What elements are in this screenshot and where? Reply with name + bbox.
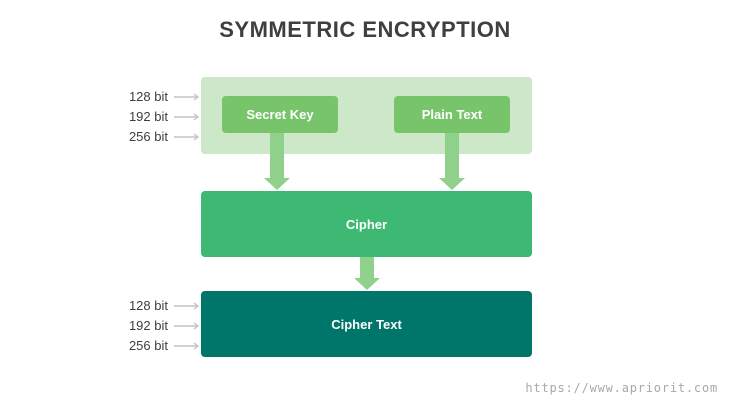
plain-text-box: Plain Text xyxy=(394,96,510,133)
secret-key-label: Secret Key xyxy=(246,107,314,122)
key-size-top-192: 192 bit xyxy=(128,109,168,124)
key-size-bottom-192: 192 bit xyxy=(128,318,168,333)
plain-text-label: Plain Text xyxy=(421,107,483,122)
key-size-bottom-arrows xyxy=(174,302,200,350)
key-size-top-arrows xyxy=(174,93,200,141)
cipher-text-box: Cipher Text xyxy=(201,291,532,357)
cipher-down-arrow xyxy=(354,257,380,290)
key-size-bottom-128: 128 bit xyxy=(128,298,168,313)
secret-key-box: Secret Key xyxy=(222,96,338,133)
cipher-label: Cipher xyxy=(345,216,388,232)
source-url: https://www.apriorit.com xyxy=(525,381,718,395)
small-arrow-icon xyxy=(174,133,200,141)
cipher-box: Cipher xyxy=(201,191,532,257)
small-arrow-icon xyxy=(174,302,200,310)
cipher-text-label: Cipher Text xyxy=(331,316,402,332)
small-arrow-icon xyxy=(174,322,200,330)
key-size-bottom-256: 256 bit xyxy=(128,338,168,353)
small-arrow-icon xyxy=(174,342,200,350)
small-arrow-icon xyxy=(174,93,200,101)
small-arrow-icon xyxy=(174,113,200,121)
key-size-top-256: 256 bit xyxy=(128,129,168,144)
key-size-top-128: 128 bit xyxy=(128,89,168,104)
diagram-title: SYMMETRIC ENCRYPTION xyxy=(219,17,511,42)
